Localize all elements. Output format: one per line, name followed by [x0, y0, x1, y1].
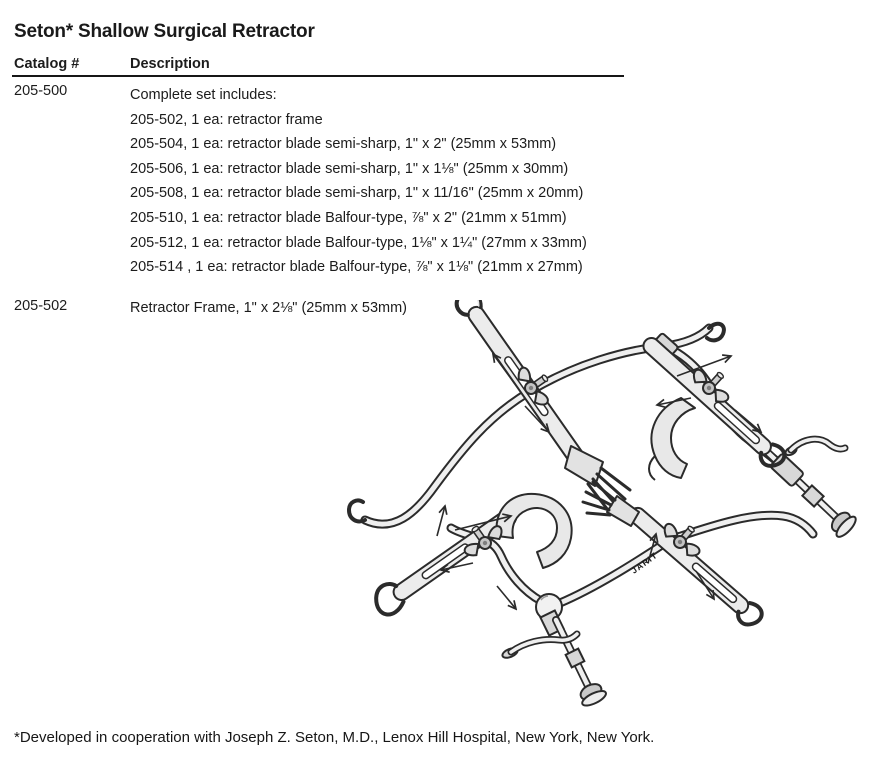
blade-bar-bottom-right: [581, 480, 764, 627]
right-thumbscrew: [759, 435, 857, 538]
description-line: 205-508, 1 ea: retractor blade semi-shar…: [130, 185, 584, 202]
description-cell: Complete set includes: 205-502, 1 ea: re…: [130, 83, 587, 280]
balfour-blade: [650, 397, 696, 479]
wide-blade: [495, 492, 573, 569]
description-cell: Retractor Frame, 1" x 2⅛" (25mm x 53mm): [130, 298, 407, 318]
blade-bar-top-left: [454, 288, 632, 516]
description-line: 205-510, 1 ea: retractor blade Balfour-t…: [130, 209, 567, 226]
retractor-drawing: JARIT: [346, 288, 857, 707]
adjustment-arrows: [436, 354, 761, 609]
page-title: Seton* Shallow Surgical Retractor: [14, 20, 315, 42]
blade-bar-bottom-left: [374, 492, 573, 617]
description-line: 205-502, 1 ea: retractor frame: [130, 111, 323, 128]
blade-bar-top-right: [642, 337, 787, 481]
screw-knob: [830, 511, 857, 538]
fork-blade: [564, 445, 604, 487]
description-line: 205-506, 1 ea: retractor blade semi-shar…: [130, 160, 569, 177]
header-rule: [12, 75, 624, 77]
catalog-number: 205-500: [14, 83, 68, 99]
description-line: 205-514 , 1 ea: retractor blade Balfour-…: [130, 259, 583, 276]
catalog-number: 205-502: [14, 298, 68, 314]
retractor-illustration: JARIT: [335, 288, 877, 712]
column-header-catalog: Catalog #: [14, 56, 80, 72]
fork-blade: [606, 495, 640, 527]
column-header-description: Description: [130, 56, 210, 72]
description-line: Retractor Frame, 1" x 2⅛" (25mm x 53mm): [130, 300, 407, 316]
description-line: Complete set includes:: [130, 87, 277, 103]
description-line: 205-512, 1 ea: retractor blade Balfour-t…: [130, 234, 587, 251]
bottom-thumbscrew: [501, 593, 607, 707]
description-line: 205-504, 1 ea: retractor blade semi-shar…: [130, 136, 557, 153]
footnote: *Developed in cooperation with Joseph Z.…: [14, 729, 655, 746]
screw-knob: [579, 683, 607, 707]
